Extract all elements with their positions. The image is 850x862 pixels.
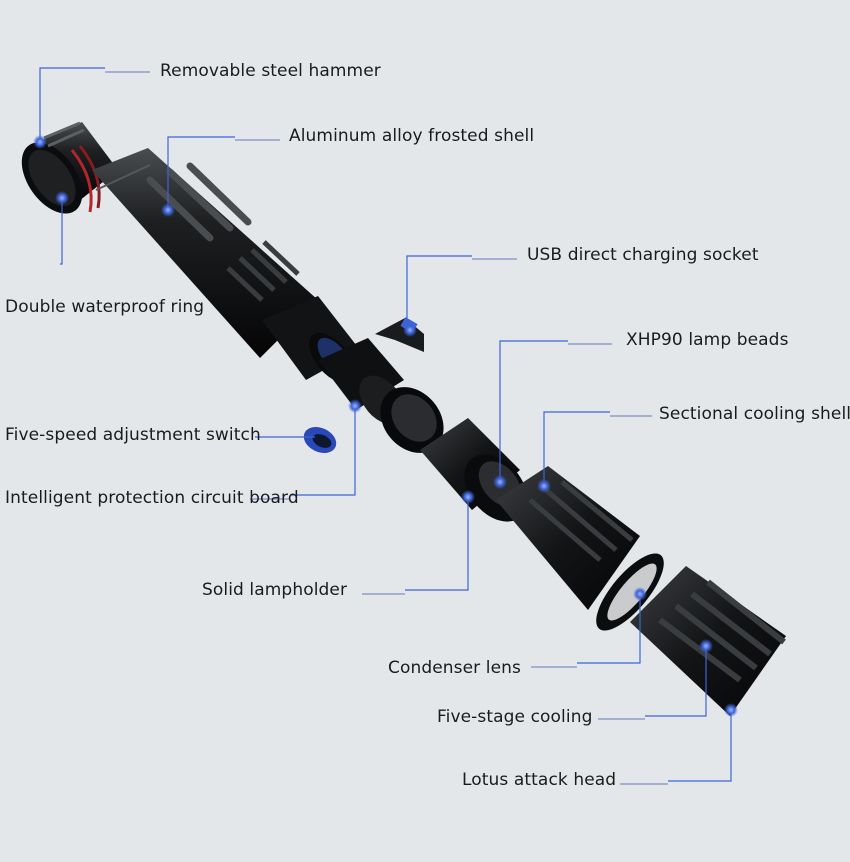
leader-usb-socket <box>406 255 472 330</box>
waterproof-rings <box>70 145 101 213</box>
leader-cooling-shell <box>543 411 610 486</box>
dot-condenser <box>633 587 647 601</box>
leader-five-stage <box>645 646 707 717</box>
leader-lampholder <box>405 498 469 591</box>
label-lotus-attack-head: Lotus attack head <box>462 770 617 790</box>
dot-lampholder <box>461 490 475 504</box>
usb-socket <box>375 317 424 352</box>
label-double-waterproof-ring: Double waterproof ring <box>5 297 205 317</box>
anchor-dots <box>33 135 738 717</box>
label-sectional-cooling-shell: Sectional cooling shell <box>659 404 850 424</box>
label-condenser-lens: Condenser lens <box>388 658 521 678</box>
leader-aluminum-shell <box>167 136 235 210</box>
dot-waterproof-ring <box>55 191 69 205</box>
battery-tube <box>92 148 318 358</box>
label-usb-direct-charging-socket: USB direct charging socket <box>527 245 759 265</box>
label-five-speed-adjustment-switch: Five-speed adjustment switch <box>5 425 261 445</box>
dot-usb-socket <box>403 323 417 337</box>
leader-lotus-head <box>668 710 732 782</box>
switch-button <box>303 426 337 454</box>
leader-xhp90 <box>499 340 568 482</box>
leader-lines <box>39 67 732 785</box>
label-aluminum-alloy-frosted-shell: Aluminum alloy frosted shell <box>289 126 535 146</box>
label-intelligent-protection-circuit-board: Intelligent protection circuit board <box>5 488 299 508</box>
label-removable-steel-hammer: Removable steel hammer <box>160 61 381 81</box>
leader-removable-steel-hammer <box>39 67 105 142</box>
leader-double-waterproof-ring <box>60 198 63 265</box>
dot-five-stage <box>699 639 713 653</box>
label-five-stage-cooling: Five-stage cooling <box>437 707 593 727</box>
dot-circuit-board <box>348 399 362 413</box>
condenser-lens <box>596 553 664 631</box>
leader-condenser <box>577 594 641 664</box>
front-ring <box>380 387 444 453</box>
dot-aluminum-shell <box>161 203 175 217</box>
label-xhp90-lamp-beads: XHP90 lamp beads <box>626 330 789 350</box>
cooling-shell <box>496 466 640 610</box>
dot-steel-hammer <box>33 135 47 149</box>
dot-cooling-shell <box>537 479 551 493</box>
dot-xhp90 <box>493 475 507 489</box>
leader-circuit-board <box>290 408 356 496</box>
label-solid-lampholder: Solid lampholder <box>202 580 348 600</box>
dot-lotus-head <box>724 703 738 717</box>
